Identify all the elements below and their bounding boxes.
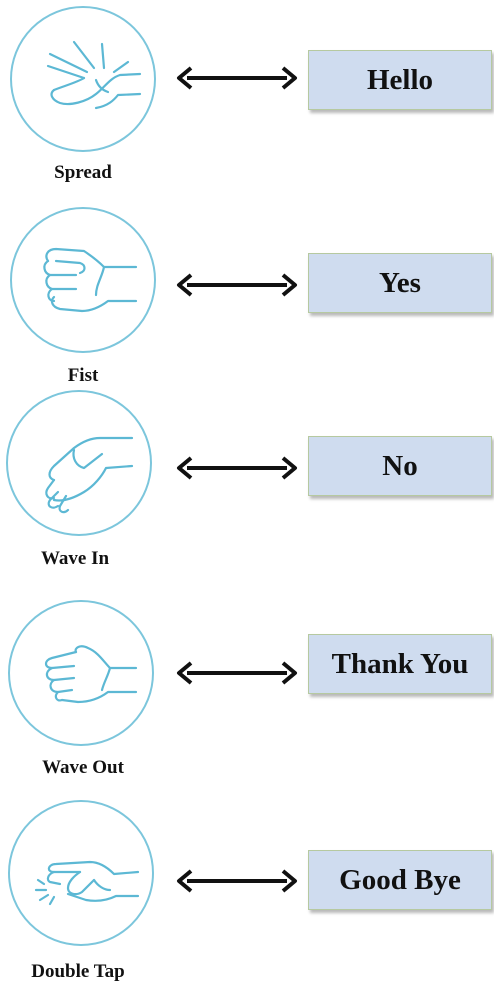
gesture-label: Fist — [67, 365, 99, 386]
double-arrow-icon — [177, 273, 297, 297]
fist-icon — [43, 247, 138, 313]
meaning-label: Good Bye — [339, 863, 461, 896]
meaning-label: No — [382, 449, 418, 482]
gesture-row-double-tap: Double Tap Good Bye — [0, 796, 494, 986]
gesture-row-spread: Spread Hello — [0, 0, 494, 190]
double-arrow-icon — [177, 66, 297, 90]
meaning-label: Yes — [379, 266, 421, 299]
gesture-circle — [10, 207, 156, 353]
gesture-row-wave-in: Wave In No — [0, 390, 494, 580]
meaning-box: Hello — [308, 50, 492, 110]
gesture-row-fist: Fist Yes — [0, 200, 494, 390]
double-arrow-icon — [177, 869, 297, 893]
gesture-circle — [8, 600, 154, 746]
meaning-label: Thank You — [331, 647, 469, 680]
double-arrow-icon — [177, 661, 297, 685]
gesture-circle — [8, 800, 154, 946]
gesture-row-wave-out: Wave Out Thank You — [0, 592, 494, 782]
wave-in-hand-icon — [45, 436, 134, 514]
gesture-label: Spread — [54, 162, 112, 183]
gesture-circle — [6, 390, 152, 536]
gesture-label: Wave Out — [42, 757, 124, 778]
gesture-label: Double Tap — [31, 961, 125, 982]
spread-hand-icon — [46, 40, 142, 110]
gesture-circle — [10, 6, 156, 152]
wave-out-hand-icon — [44, 645, 138, 704]
double-arrow-icon — [177, 456, 297, 480]
gesture-label: Wave In — [40, 548, 110, 569]
double-tap-hand-icon — [34, 860, 140, 906]
meaning-box: Yes — [308, 253, 492, 313]
meaning-box: No — [308, 436, 492, 496]
meaning-label: Hello — [366, 63, 434, 96]
meaning-box: Good Bye — [308, 850, 492, 910]
meaning-box: Thank You — [308, 634, 492, 694]
